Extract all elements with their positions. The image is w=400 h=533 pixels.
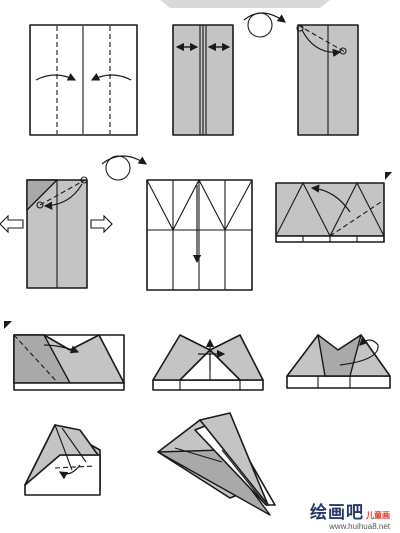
watermark: 绘画吧儿童画 www.huihua8.net (310, 504, 390, 531)
step-6-fold-top (275, 172, 392, 243)
step-11-paper-airplane (157, 412, 276, 516)
step-1-fold-edges (29, 24, 138, 136)
step-8-fold-center (152, 334, 264, 391)
step-7-fold-left-triangle (4, 321, 125, 391)
top-strip (160, 0, 330, 8)
watermark-url: www.huihua8.net (329, 522, 390, 531)
flip-icon (101, 155, 147, 181)
step-4-fold-other-corner (0, 176, 113, 289)
step-5-unfold-flaps (146, 178, 253, 291)
step-3-fold-corner (296, 24, 359, 136)
flip-icon (243, 12, 286, 38)
step-10-fold-in-half (24, 424, 101, 496)
step-9-fold-right-triangle (286, 334, 391, 389)
watermark-tag: 儿童画 (366, 511, 390, 520)
step-2-unfold (172, 24, 234, 136)
watermark-brand: 绘画吧 (310, 503, 364, 522)
